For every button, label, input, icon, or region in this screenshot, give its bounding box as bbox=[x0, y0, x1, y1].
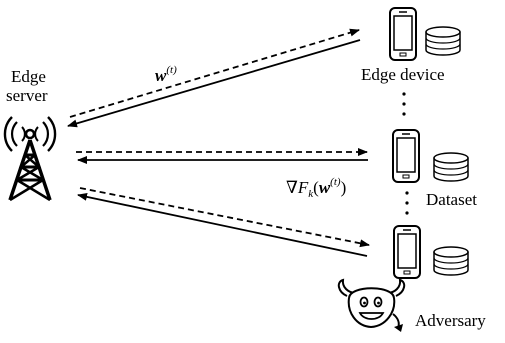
gradient-label: ∇Fk(w(t)) bbox=[286, 172, 346, 204]
adversary-label: Adversary bbox=[415, 311, 486, 330]
grad-open: ( bbox=[313, 178, 319, 197]
edge-server-label-line1: Edge bbox=[11, 67, 46, 86]
grad-var: w bbox=[318, 178, 331, 197]
dataset-top-icon bbox=[425, 26, 461, 56]
model-var: w bbox=[155, 66, 167, 85]
grad-close: ) bbox=[340, 178, 347, 197]
grad-sup: (t) bbox=[330, 176, 341, 188]
arrow-top-dashed bbox=[69, 28, 360, 118]
device-phone-middle-icon bbox=[392, 129, 420, 183]
device-phone-top-icon bbox=[389, 7, 417, 61]
edge-server-label-line2: server bbox=[6, 86, 48, 105]
radio-tower-icon bbox=[3, 116, 57, 202]
grad-func: F bbox=[297, 178, 309, 197]
ellipsis-dots-upper bbox=[402, 92, 406, 116]
arrow-bottom-solid bbox=[77, 192, 368, 257]
dataset-middle-icon bbox=[433, 152, 469, 182]
arrow-top-solid bbox=[67, 39, 361, 128]
dataset-label: Dataset bbox=[426, 190, 477, 209]
model-parameter-label: w(t) bbox=[155, 60, 177, 86]
edge-device-label: Edge device bbox=[361, 65, 445, 84]
ellipsis-dots-lower bbox=[405, 191, 409, 215]
device-phone-bottom-icon bbox=[393, 225, 421, 279]
dataset-bottom-icon bbox=[433, 246, 469, 276]
devil-face-icon bbox=[337, 278, 406, 332]
model-sup: (t) bbox=[166, 64, 177, 76]
grad-symbol: ∇ bbox=[286, 178, 298, 197]
arrow-bottom-dashed bbox=[79, 187, 370, 248]
grad-sub: k bbox=[308, 188, 314, 200]
